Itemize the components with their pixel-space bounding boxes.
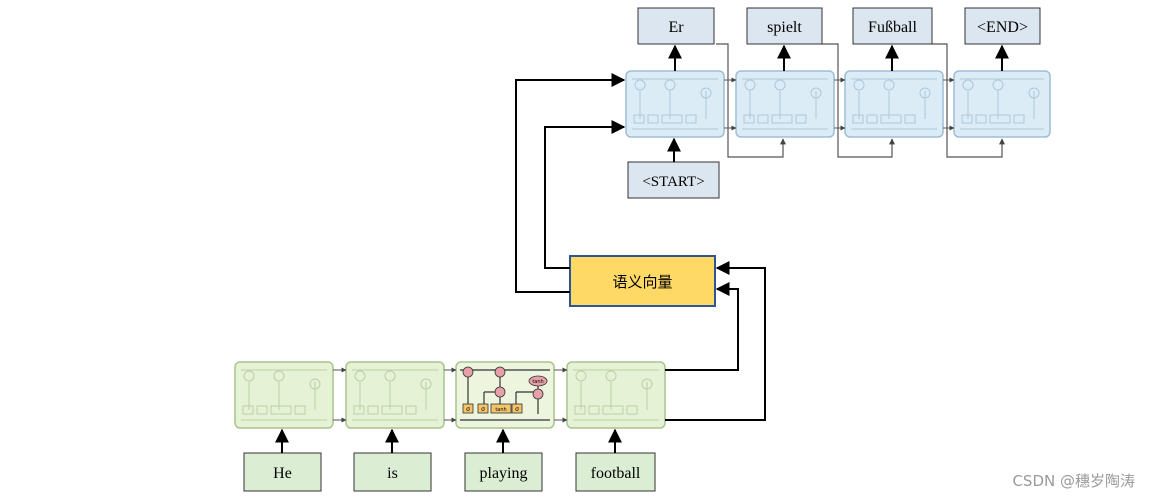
output-word-label: Er bbox=[668, 19, 684, 36]
tanh-op bbox=[528, 375, 548, 387]
forget-multiply-op bbox=[462, 366, 474, 378]
gate-tanh-label: tanh bbox=[495, 407, 506, 413]
input-gate bbox=[477, 403, 489, 414]
output-word-label: spielt bbox=[767, 19, 802, 36]
decoder-cell-4 bbox=[953, 70, 1051, 138]
decoder-output-er: Er bbox=[637, 7, 715, 45]
output-word-label: Fußball bbox=[868, 19, 917, 36]
gate-sigma-label: σ bbox=[481, 406, 485, 413]
op-tanh-label: tanh bbox=[532, 379, 543, 385]
output-word-label: <END> bbox=[977, 19, 1028, 36]
encoder-input-is: is bbox=[353, 452, 432, 492]
decoder-cell-1 bbox=[625, 70, 725, 138]
encoder-input-arrows bbox=[275, 428, 622, 453]
context-vector: 语义向量 bbox=[569, 255, 716, 307]
input-multiply-op bbox=[494, 386, 506, 398]
decoder-output-end: <END> bbox=[964, 7, 1041, 45]
forget-gate bbox=[462, 403, 474, 414]
input-word-label: is bbox=[387, 465, 398, 482]
input-add-op bbox=[494, 366, 506, 378]
encoder-recurrent-links bbox=[333, 367, 568, 423]
decoder-output-arrows bbox=[668, 44, 1009, 71]
decoder-start-token: <START> bbox=[627, 161, 720, 199]
encoder-cell-1 bbox=[234, 361, 334, 429]
context-vector-label: 语义向量 bbox=[612, 273, 672, 291]
output-multiply-op bbox=[532, 388, 544, 400]
watermark: CSDN @穗岁陶涛 bbox=[1012, 472, 1135, 490]
encoder-cell-3-active: tanh tanh σ σ σ bbox=[455, 361, 555, 429]
candidate-gate bbox=[490, 403, 512, 414]
context-to-decoder-arrows bbox=[515, 73, 626, 293]
encoder-input-playing: playing bbox=[464, 452, 543, 492]
decoder-output-fussball: Fußball bbox=[852, 7, 933, 45]
encoder-to-context-arrows bbox=[665, 261, 766, 421]
decoder-feedback-loops bbox=[716, 43, 1005, 158]
encoder-cell-2 bbox=[345, 361, 445, 429]
encoder-cell-4 bbox=[566, 361, 666, 429]
encoder-input-he: He bbox=[243, 452, 322, 492]
decoder-cell-2 bbox=[735, 70, 835, 138]
decoder: <START> Er spielt Fußball <END> bbox=[625, 7, 1051, 199]
output-gate bbox=[511, 403, 523, 414]
gate-sigma-label: σ bbox=[466, 406, 470, 413]
gate-sigma-label: σ bbox=[515, 406, 519, 413]
encoder-input-football: football bbox=[575, 452, 656, 492]
decoder-output-spielt: spielt bbox=[746, 7, 823, 45]
encoder: tanh tanh σ σ σ He bbox=[234, 361, 666, 492]
input-word-label: He bbox=[273, 465, 292, 482]
decoder-cell-3 bbox=[844, 70, 944, 138]
input-word-label: playing bbox=[480, 465, 528, 482]
decoder-recurrent-links bbox=[724, 77, 955, 131]
start-token-label: <START> bbox=[642, 174, 704, 190]
input-word-label: football bbox=[591, 465, 641, 482]
